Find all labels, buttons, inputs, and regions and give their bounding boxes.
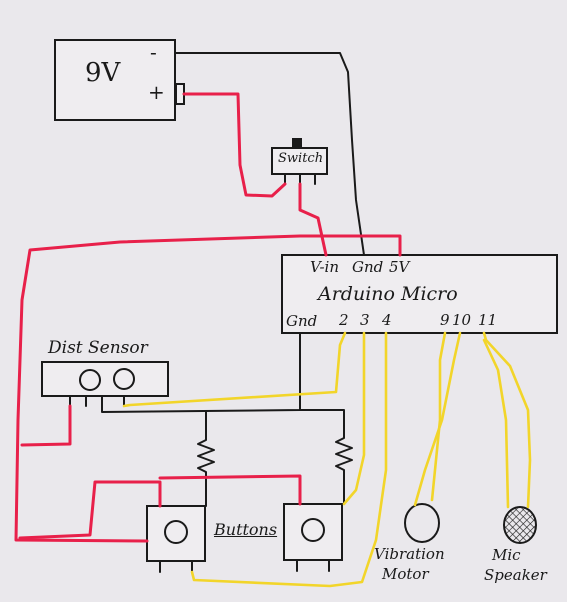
pin-label-9: 9 bbox=[440, 311, 450, 329]
resistor-left bbox=[197, 429, 215, 481]
push-button-left-cap bbox=[164, 520, 188, 544]
battery-neg-sign: - bbox=[150, 40, 157, 64]
switch-label: Switch bbox=[278, 151, 324, 166]
mic-speaker bbox=[503, 506, 537, 544]
sensor-label: Dist Sensor bbox=[48, 338, 148, 358]
pin-label-5v: 5V bbox=[389, 258, 410, 276]
resistor-right bbox=[335, 424, 353, 479]
ground-wire-resistor-right bbox=[299, 409, 345, 426]
signal-wire-pin11-speaker-return bbox=[482, 338, 510, 509]
push-button-right-cap bbox=[301, 518, 325, 542]
battery-pos-sign: + bbox=[148, 80, 165, 104]
battery-label: 9V bbox=[85, 58, 121, 88]
power-wire-5v bbox=[14, 234, 402, 543]
pin-label-11: 11 bbox=[478, 311, 498, 329]
pin-label-vin: V-in bbox=[310, 258, 339, 276]
ground-wire-sensor bbox=[101, 332, 301, 413]
distance-sensor bbox=[41, 361, 169, 397]
vibration-label-line1: Vibration bbox=[374, 545, 445, 563]
battery-9v bbox=[54, 39, 176, 121]
speaker-label-line1: Mic bbox=[492, 546, 521, 564]
speaker-label-line2: Speaker bbox=[484, 566, 547, 584]
arduino-micro-board bbox=[281, 254, 558, 334]
sensor-eye-left bbox=[79, 369, 101, 391]
push-button-right bbox=[283, 503, 343, 561]
signal-wire-pin10-motor bbox=[413, 331, 462, 507]
sensor-eye-right bbox=[113, 368, 135, 390]
power-wire-button-right bbox=[158, 474, 302, 506]
signal-wire-pin3-button bbox=[342, 331, 366, 506]
arduino-title: Arduino Micro bbox=[318, 283, 458, 305]
signal-wire-pin11-speaker bbox=[482, 331, 532, 509]
push-button-left bbox=[146, 505, 206, 562]
pin-label-10: 10 bbox=[452, 311, 472, 329]
power-wire-sensor bbox=[20, 404, 72, 447]
ground-wire-battery bbox=[184, 52, 365, 256]
pin-label-gnd-top: Gnd bbox=[352, 258, 384, 276]
signal-wire-pin9-motor bbox=[430, 331, 447, 502]
power-wire-battery-to-switch bbox=[182, 92, 287, 198]
buttons-label: Buttons bbox=[214, 520, 278, 539]
pin-label-4: 4 bbox=[382, 311, 392, 329]
vibration-label-line2: Motor bbox=[382, 565, 429, 583]
pin-label-2: 2 bbox=[339, 311, 349, 329]
power-wire-button-left bbox=[18, 480, 162, 540]
signal-wire-pin4-button bbox=[190, 331, 388, 588]
signal-wire-pin2-sensor bbox=[122, 331, 347, 408]
power-wire-switch-to-vin bbox=[298, 182, 328, 257]
switch-slider bbox=[292, 138, 302, 148]
vibration-motor bbox=[404, 503, 440, 543]
pin-label-gnd-bottom: Gnd bbox=[286, 312, 318, 330]
pin-label-3: 3 bbox=[360, 311, 370, 329]
